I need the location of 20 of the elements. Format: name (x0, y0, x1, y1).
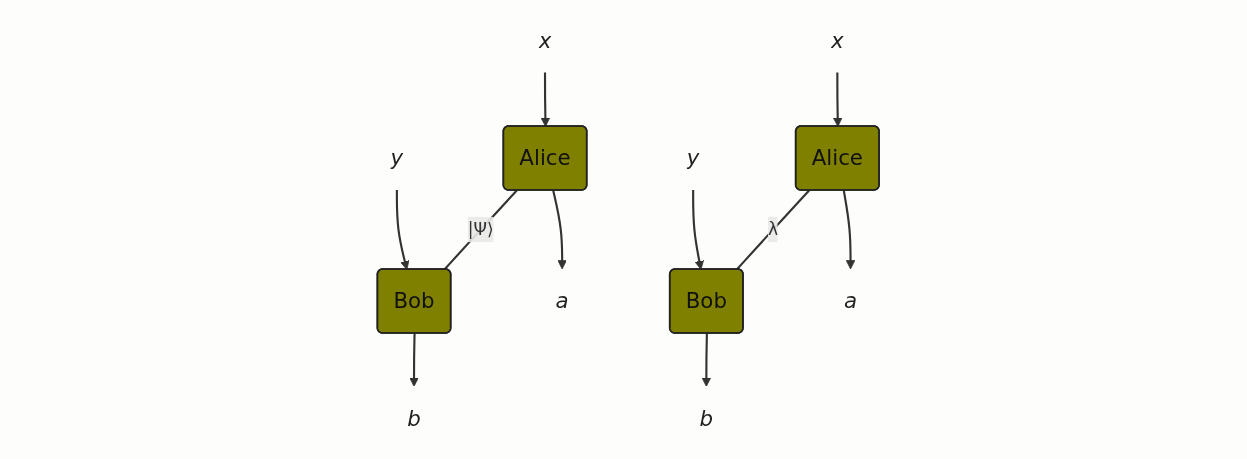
arrow (540, 72, 550, 127)
connector (443, 189, 518, 271)
arrow (409, 333, 419, 387)
edge-label: λ (767, 218, 778, 240)
arrow (691, 190, 704, 270)
arrow (842, 190, 855, 270)
arrow (395, 190, 410, 270)
node-text: x (538, 27, 552, 54)
node-text: a (843, 288, 857, 314)
node-text: x (830, 27, 844, 54)
node-text: b (699, 405, 713, 432)
node-text: a (555, 288, 569, 314)
connector (735, 189, 810, 271)
arrow (551, 190, 567, 270)
node-text: b (406, 405, 421, 432)
node-text: y (390, 145, 403, 171)
edge-label: |Ψ⟩ (467, 218, 494, 240)
node-text: y (686, 145, 700, 171)
arrow (701, 333, 711, 387)
arrow (832, 72, 843, 127)
